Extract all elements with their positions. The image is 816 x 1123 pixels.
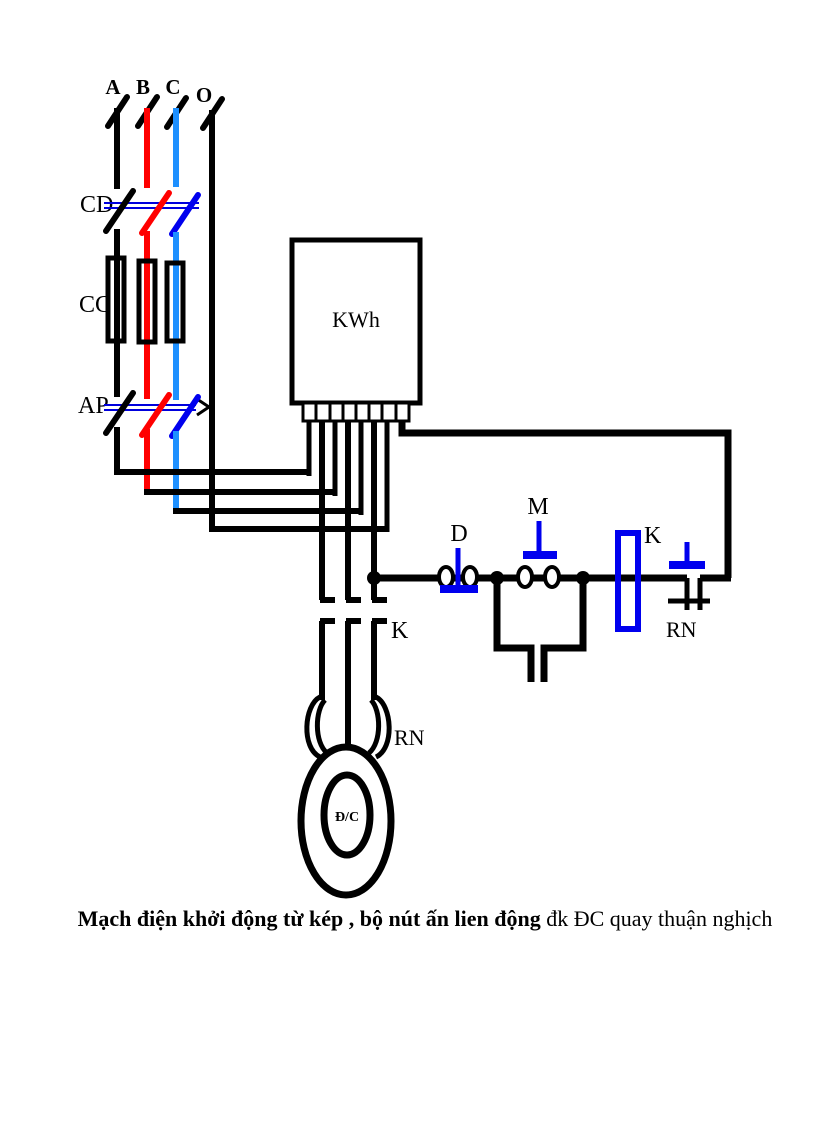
breaker-label: AP — [78, 393, 109, 419]
phase-b-label: B — [136, 75, 150, 99]
meter-label: KWh — [332, 307, 380, 332]
contact-feet — [320, 597, 387, 624]
thermal-contact-label: RN — [666, 617, 697, 642]
control-circuit: D M K — [367, 494, 731, 682]
ap-blade-a — [103, 390, 136, 436]
motor-inner-ring — [320, 771, 374, 859]
caption-regular-text: đk ĐC quay thuận nghịch — [540, 906, 773, 931]
caption-bold-text: Mạch điện khởi động từ kép , bộ nút ấn l… — [77, 906, 541, 931]
motor-label: Đ/C — [335, 810, 359, 825]
start-button-m: M — [516, 494, 561, 589]
main-contacts-label: K — [391, 618, 409, 644]
disconnect-switch-cd: CD — [80, 188, 201, 237]
ap-arrow-icon — [196, 397, 212, 417]
stop-button-d: D — [437, 521, 479, 593]
fuse-c — [164, 260, 186, 344]
control-supply-rail — [398, 421, 732, 578]
terminal-dividers — [314, 404, 398, 421]
coil-body — [615, 530, 641, 632]
main-contacts-k: K — [319, 597, 409, 749]
fuse-a — [105, 255, 127, 344]
meter-wiring — [306, 421, 732, 600]
cd-blade-a — [103, 188, 136, 234]
ap-blade-c — [169, 394, 201, 439]
hold-branch-left — [493, 578, 535, 682]
cd-blade-c — [169, 192, 201, 237]
stop-button-label: D — [450, 521, 467, 547]
heater-loop — [314, 698, 329, 755]
contact-terminal — [516, 565, 534, 589]
feeder-wires — [114, 427, 361, 514]
contactor-coil-k: K — [615, 523, 662, 632]
heater-loop — [367, 698, 382, 755]
start-button-label: M — [527, 494, 548, 520]
junction-dot — [367, 571, 381, 585]
disconnect-label: CD — [80, 192, 113, 218]
thermal-relay-rn: RN — [304, 694, 425, 760]
ap-blade-b — [139, 392, 172, 438]
hold-branch-right — [540, 578, 587, 682]
thermal-relay-label: RN — [394, 725, 425, 750]
contact-terminal — [437, 565, 455, 589]
heater-loop — [304, 694, 322, 760]
breaker-ap: AP — [78, 390, 212, 439]
contact-terminal — [461, 565, 479, 589]
energy-meter-kwh: KWh — [289, 237, 423, 423]
contact-terminal — [543, 565, 561, 589]
coil-label: K — [644, 523, 662, 549]
motor-dc: Đ/C — [297, 743, 395, 899]
caption: Mạch điện khởi động từ kép , bộ nút ấn l… — [0, 906, 816, 932]
thermal-contact-rn: RN — [666, 542, 710, 642]
phase-c-label: C — [165, 75, 180, 99]
fuse-bank-cc: CC — [79, 255, 186, 345]
aux-contact-k — [493, 578, 587, 682]
neutral-o-wire — [209, 110, 389, 532]
cd-blade-b — [139, 190, 172, 236]
neutral-o-label: O — [196, 83, 212, 107]
phase-a-label: A — [105, 75, 121, 99]
fuse-b — [136, 258, 158, 345]
heater-loop — [374, 694, 392, 760]
supply-lines: A B C O — [105, 75, 389, 532]
